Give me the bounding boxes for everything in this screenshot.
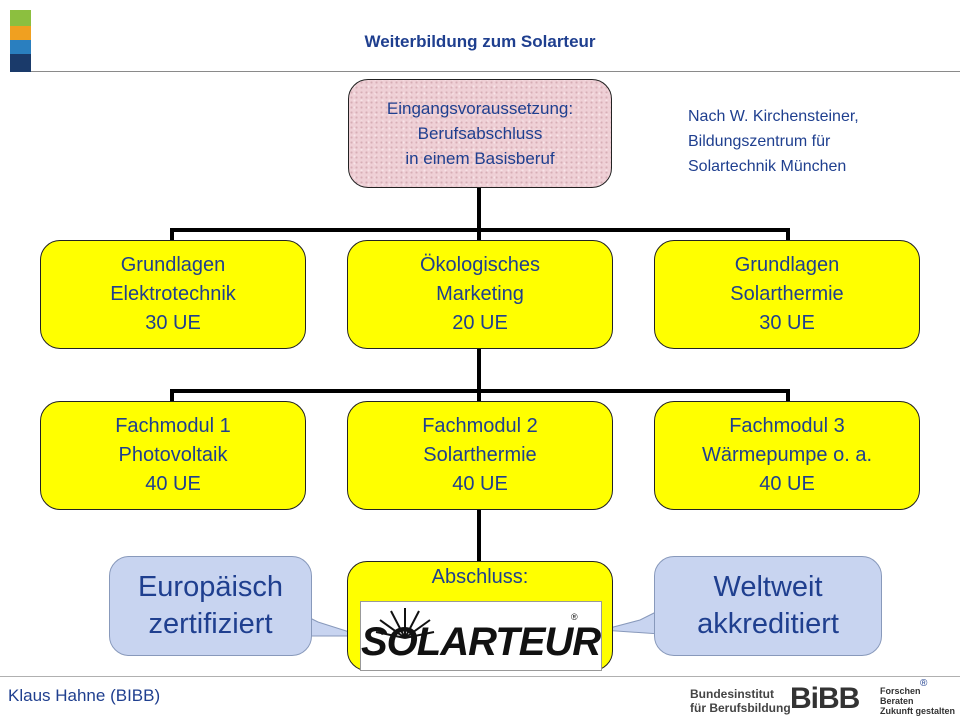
header-stripe-orange (10, 26, 31, 40)
module-hours: 40 UE (452, 473, 508, 495)
module-solar-thermal: Fachmodul 2 Solarthermie 40 UE (347, 401, 613, 510)
entry-requirement-box: Eingangsvoraussetzung: Berufsabschluss i… (348, 79, 612, 188)
footer-divider (0, 676, 960, 677)
bubble-worldwide-accredited: Weltweit akkreditiert (654, 556, 882, 656)
module-hours: 30 UE (145, 312, 201, 334)
header-stripe-blue (10, 40, 31, 54)
module-photovoltaics: Fachmodul 1 Photovoltaik 40 UE (40, 401, 306, 510)
bubble-left-line1: Europäisch (137, 571, 284, 603)
footer-author: Klaus Hahne (BIBB) (8, 686, 161, 705)
module-line2: Photovoltaik (118, 444, 228, 466)
module-hours: 40 UE (759, 473, 815, 495)
bubble-right-line1: Weltweit (713, 571, 823, 603)
header-stripe-navy (10, 54, 31, 72)
source-note-line1: Nach W. Kirchensteiner, (688, 108, 859, 125)
sun-icon (375, 608, 435, 639)
module-line2: Solarthermie (423, 444, 537, 466)
bibb-slogan-line3: Zukunft gestalten (880, 706, 956, 716)
module-basics-electrical: Grundlagen Elektrotechnik 30 UE (40, 240, 306, 349)
module-line2: Marketing (436, 283, 524, 305)
bibb-slogan-line2: Beraten (880, 696, 914, 706)
footer-registered-mark: ® (920, 678, 928, 689)
solarteur-logo-text: SOLARTEUR (361, 620, 601, 664)
source-note: Nach W. Kirchensteiner, Bildungszentrum … (688, 104, 859, 179)
solarteur-logo-registered: ® (571, 612, 578, 622)
bibb-logo: BiBB (790, 682, 860, 715)
source-note-line2: Bildungszentrum für (688, 133, 831, 150)
header-divider (31, 71, 960, 72)
module-hours: 30 UE (759, 312, 815, 334)
bibb-institute-name: Bundesinstitut für Berufsbildung (690, 687, 791, 715)
entry-requirement-line1: Eingangsvoraussetzung: (386, 99, 574, 118)
module-hours: 20 UE (452, 312, 508, 334)
module-hours: 40 UE (145, 473, 201, 495)
page-title: Weiterbildung zum Solarteur (364, 32, 596, 51)
module-ecological-marketing: Ökologisches Marketing 20 UE (347, 240, 613, 349)
bibb-slogan-line1: Forschen (880, 686, 921, 696)
bibb-slogan: Forschen Beraten Zukunft gestalten (880, 686, 955, 716)
source-note-line3: Solartechnik München (688, 158, 847, 175)
entry-requirement-line2: Berufsabschluss (417, 124, 543, 143)
final-label: Abschluss: (431, 566, 529, 588)
bubble-right-line2: akkreditiert (697, 608, 839, 640)
module-line1: Grundlagen (120, 254, 226, 276)
solarteur-logo: SOLARTEUR ® (360, 601, 602, 671)
module-line1: Grundlagen (734, 254, 840, 276)
bibb-institute-line1: Bundesinstitut (690, 687, 774, 701)
module-line1: Fachmodul 3 (729, 415, 845, 437)
module-line2: Wärmepumpe o. a. (701, 444, 873, 466)
module-line1: Fachmodul 2 (422, 415, 538, 437)
module-basics-solar-thermal: Grundlagen Solarthermie 30 UE (654, 240, 920, 349)
bubble-left-line2: zertifiziert (148, 608, 273, 640)
module-heat-pump: Fachmodul 3 Wärmepumpe o. a. 40 UE (654, 401, 920, 510)
bubble-european-certified: Europäisch zertifiziert (109, 556, 312, 656)
module-line2: Elektrotechnik (110, 283, 236, 305)
entry-requirement-line3: in einem Basisberuf (405, 149, 555, 168)
bibb-institute-line2: für Berufsbildung (690, 701, 791, 715)
module-line1: Fachmodul 1 (115, 415, 231, 437)
module-line1: Ökologisches (419, 254, 541, 276)
header-stripe-green (10, 10, 31, 26)
module-line2: Solarthermie (730, 283, 844, 305)
